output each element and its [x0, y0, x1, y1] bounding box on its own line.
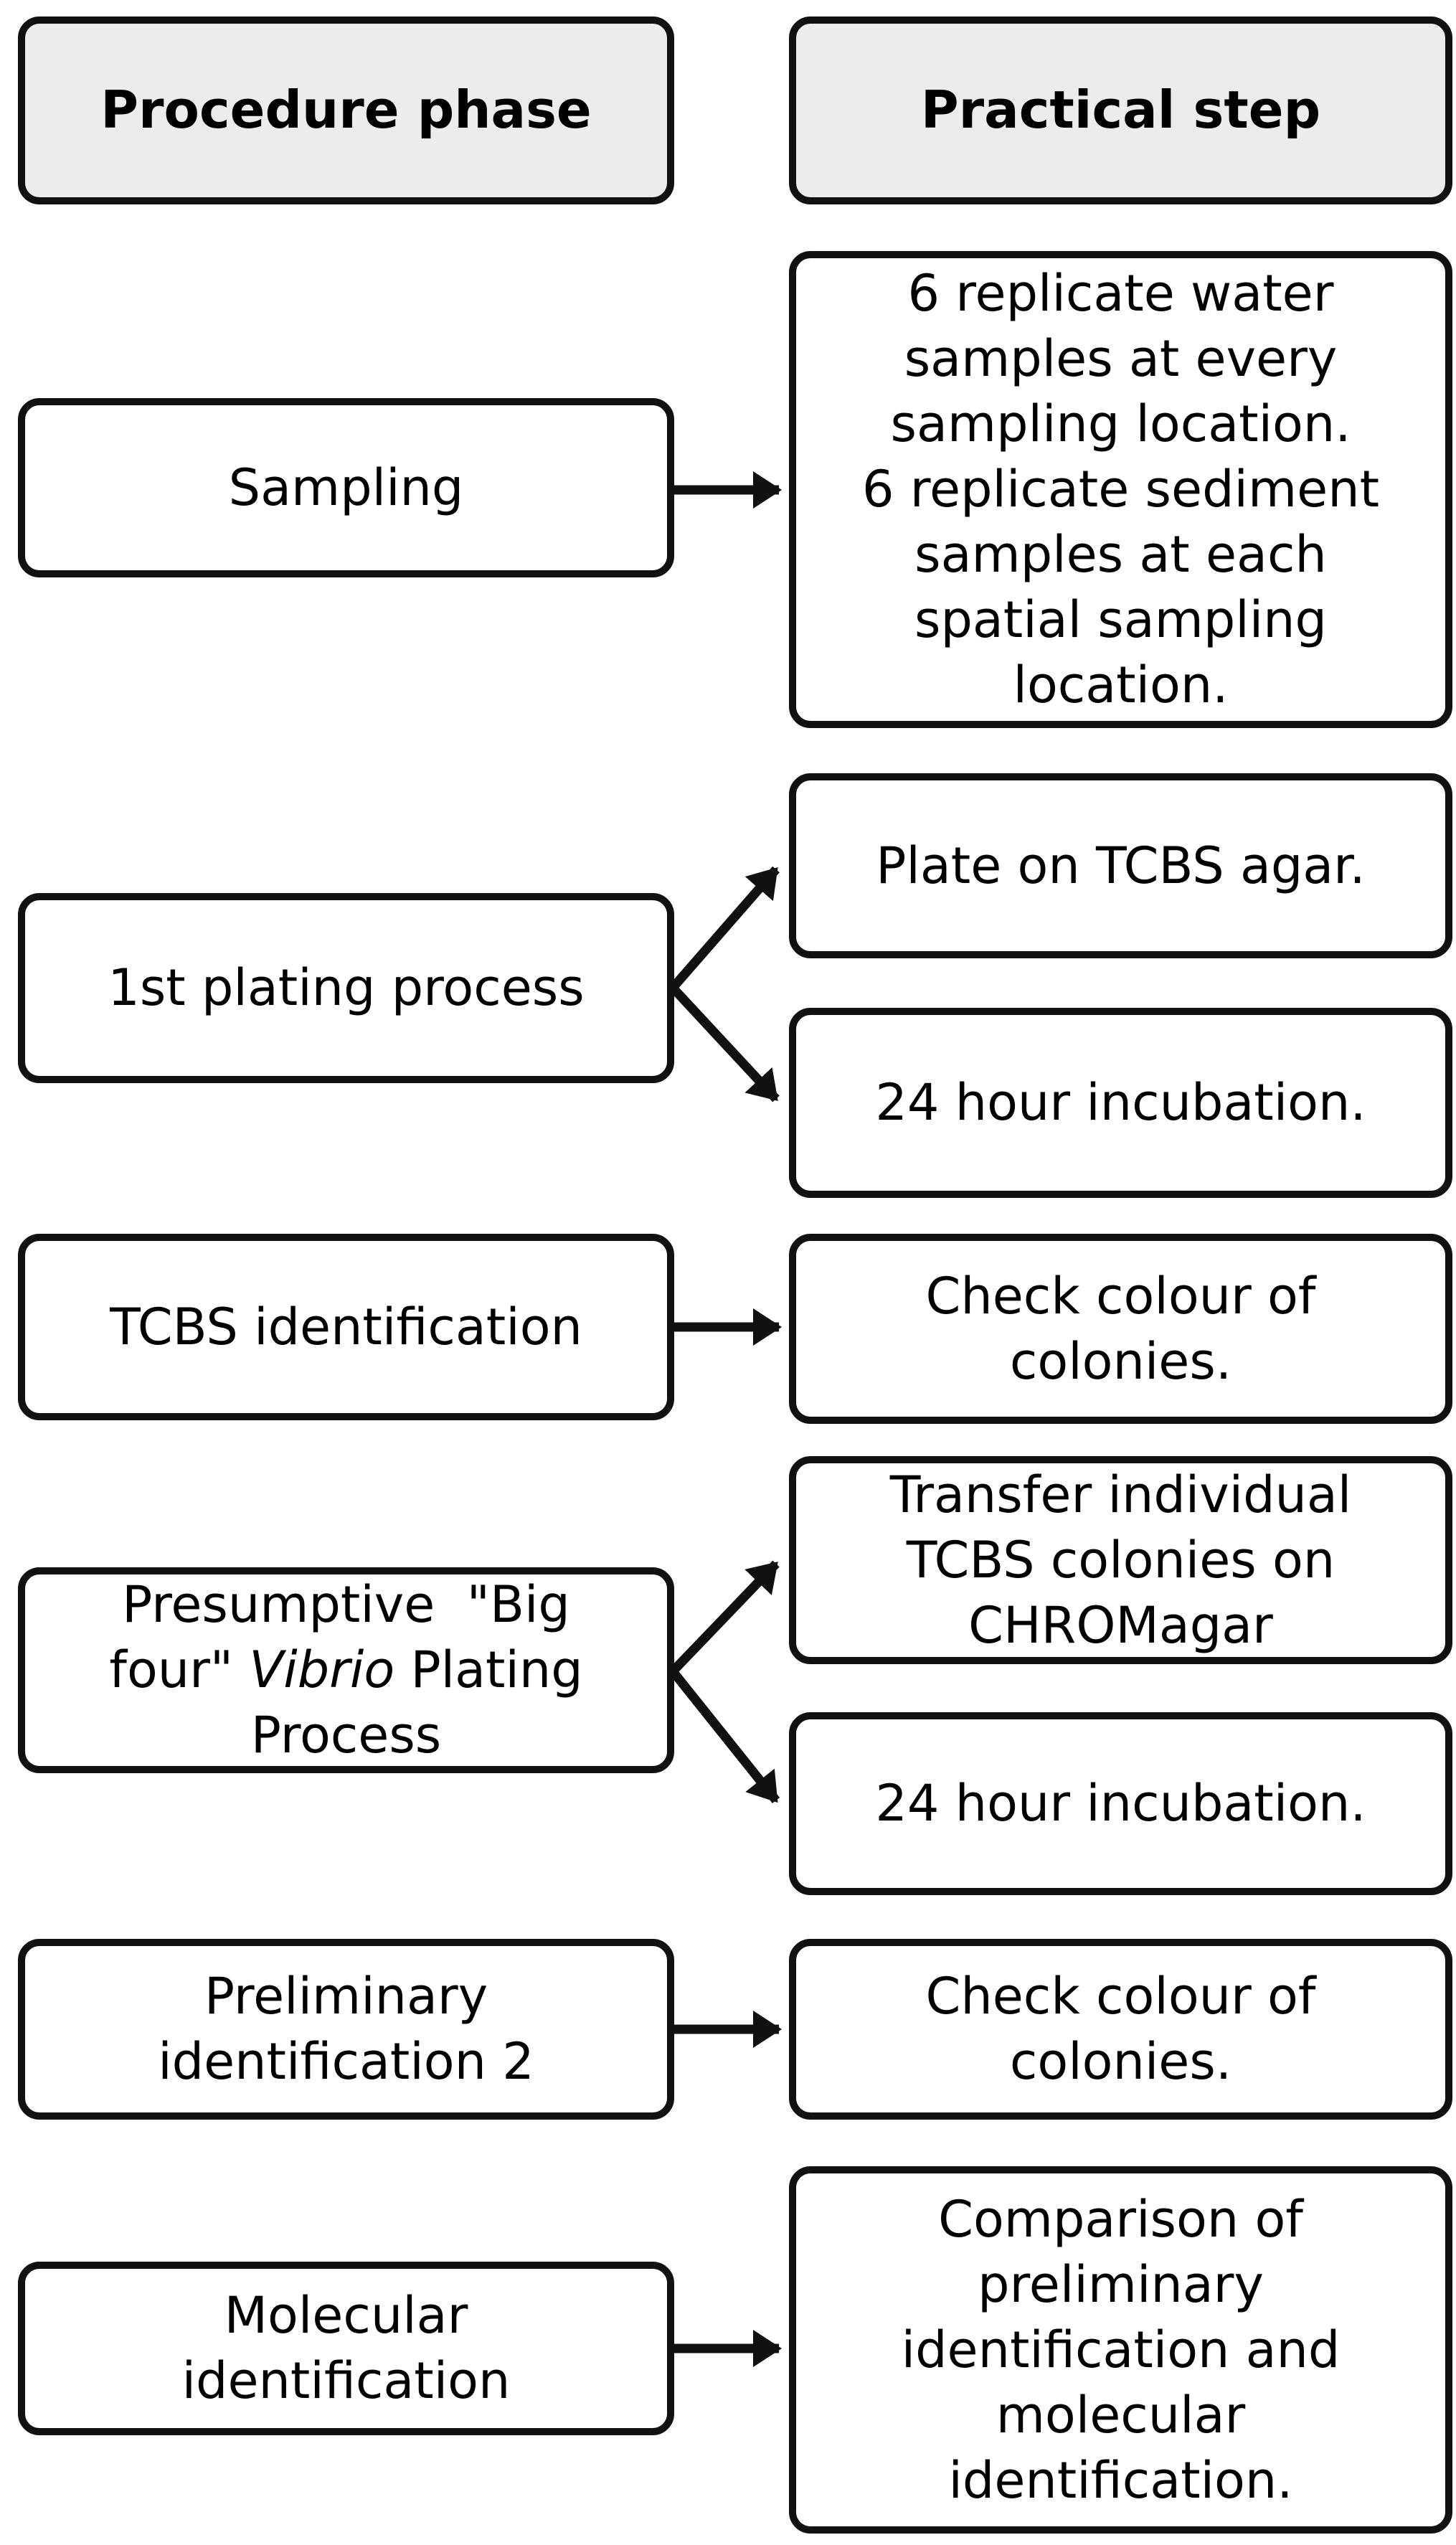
arrow-presumptive-to-transfer-chromagar	[669, 1560, 780, 1675]
step-box-check-colour-1: Check colour of colonies.	[789, 1234, 1452, 1424]
step-box-incubation-1: 24 hour incubation.	[789, 1008, 1452, 1198]
phase-box-preliminary-identification-2: Preliminary identification 2	[18, 1939, 674, 2120]
step-box-incubation-2: 24 hour incubation.	[789, 1712, 1452, 1895]
step-box-check-colour-2: Check colour of colonies.	[789, 1939, 1452, 2120]
phase-box-first-plating-process: 1st plating process	[18, 893, 674, 1083]
phase-box-tcbs-identification: TCBS identification	[18, 1234, 674, 1420]
arrow-first-plating-to-plate-on-tcbs-agar	[669, 866, 780, 991]
phase-box-presumptive-big-four-vibrio-plating-process: Presumptive "Big four" Vibrio Plating Pr…	[18, 1567, 674, 1773]
arrow-presumptive-to-incubation-2	[668, 1668, 780, 1804]
column-header-procedure-phase: Procedure phase	[18, 16, 674, 204]
step-box-replicate-samples: 6 replicate water samples at every sampl…	[789, 251, 1452, 728]
step-box-plate-on-tcbs-agar: Plate on TCBS agar.	[789, 773, 1452, 958]
step-box-transfer-chromagar: Transfer individual TCBS colonies on CHR…	[789, 1456, 1452, 1664]
step-box-comparison: Comparison of preliminary identification…	[789, 2166, 1452, 2534]
column-header-practical-step: Practical step	[789, 16, 1452, 204]
phase-box-molecular-identification: Molecular identification	[18, 2262, 674, 2435]
arrow-first-plating-to-incubation-1	[669, 984, 780, 1102]
phase-box-sampling: Sampling	[18, 398, 674, 577]
